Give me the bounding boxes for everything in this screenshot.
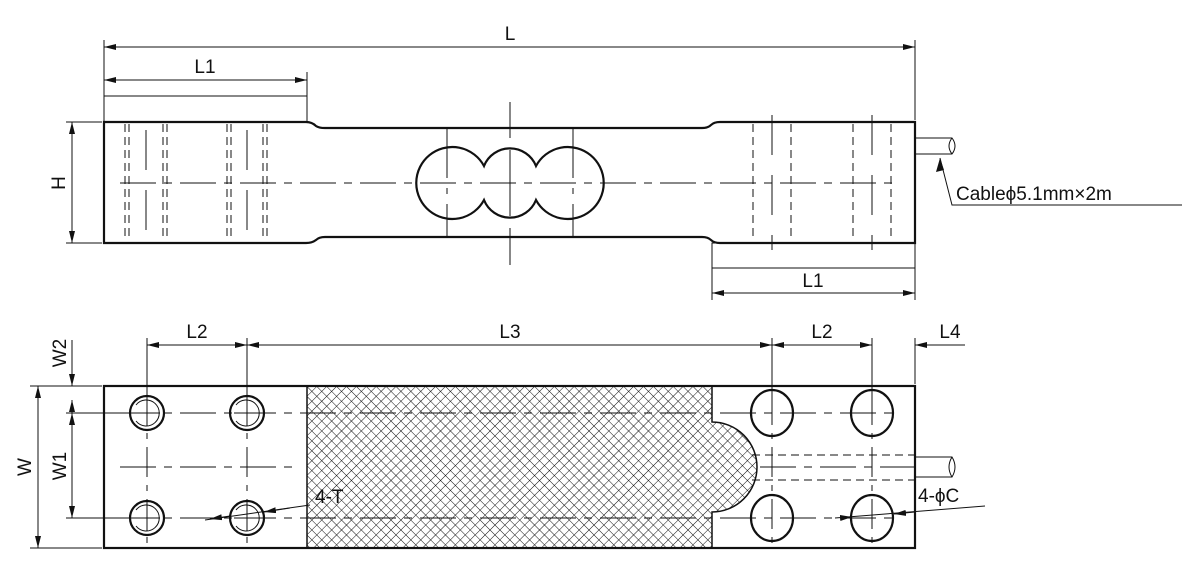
- label-l2-right: L2: [811, 322, 832, 343]
- fixed-support-hatch: [103, 95, 308, 123]
- dimension-w: W2 W1 W: [15, 339, 130, 549]
- dimension-l1-top: L1: [104, 57, 308, 96]
- hidden-mounting-holes-left: [124, 124, 268, 250]
- label-l4: L4: [939, 322, 961, 343]
- cable-bottom: [752, 454, 956, 481]
- strain-gauge-area: [306, 385, 758, 549]
- label-w2: W2: [50, 339, 71, 368]
- label-l1-top: L1: [194, 57, 215, 78]
- hidden-mounting-holes-right: [752, 115, 892, 250]
- thread-note: 4-T: [204, 487, 344, 521]
- label-l: L: [505, 24, 516, 45]
- load-cell-body-side: [102, 120, 917, 245]
- load-support-hatch: [711, 242, 916, 269]
- top-view: L L1 L1 H: [49, 24, 1182, 300]
- binocular-hole: [415, 145, 605, 221]
- cable-note: Cableϕ5.1mm×2m: [956, 184, 1112, 205]
- label-l1-bottom: L1: [802, 271, 823, 292]
- dimension-l1-bottom: L1: [711, 268, 916, 300]
- label-w: W: [15, 458, 36, 476]
- label-w1: W1: [50, 452, 71, 481]
- hole-note-label: 4-ϕC: [918, 486, 959, 507]
- label-h: H: [49, 176, 70, 190]
- dimension-l2-l3-l4: L2 L3 L2 L4: [146, 322, 965, 395]
- label-l2-left: L2: [186, 322, 207, 343]
- hole-note: 4-ϕC: [834, 486, 986, 521]
- threaded-holes: [128, 394, 266, 537]
- cable-side: Cableϕ5.1mm×2m: [915, 137, 1182, 206]
- label-l3: L3: [499, 322, 520, 343]
- dimension-h: H: [49, 121, 102, 244]
- bottom-view: L2 L3 L2 L4 W2 W1 W: [15, 322, 986, 550]
- thread-note-label: 4-T: [315, 487, 344, 508]
